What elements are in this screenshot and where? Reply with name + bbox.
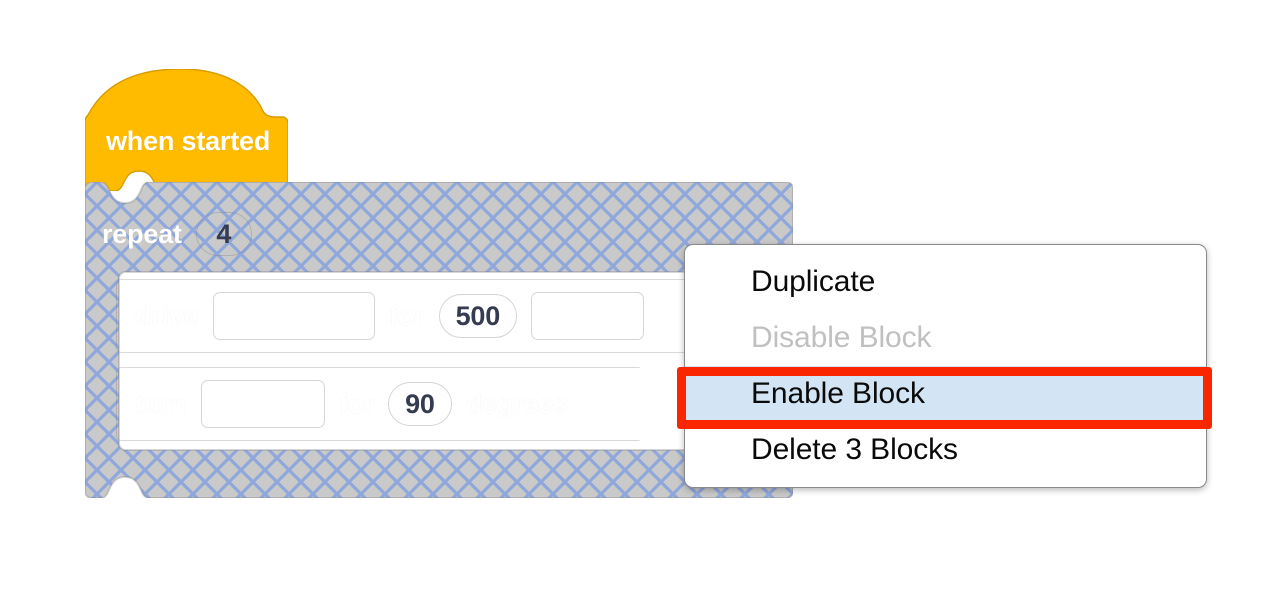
menu-item-delete-blocks[interactable]: Delete 3 Blocks — [751, 433, 958, 466]
drive-direction-dropdown[interactable]: forward — [212, 292, 376, 340]
turn-keyword: turn — [135, 388, 187, 419]
chevron-down-icon — [338, 310, 361, 322]
turn-amount-input[interactable]: 90 — [388, 382, 452, 426]
menu-item-enable-block[interactable]: Enable Block — [685, 366, 1206, 422]
drive-unit-value: mm — [548, 300, 596, 331]
turn-direction-dropdown[interactable]: right — [200, 380, 325, 428]
drive-unit-dropdown[interactable]: mm — [531, 292, 644, 340]
drive-connector-label: for — [389, 300, 425, 331]
chevron-down-icon — [606, 310, 629, 322]
block-when-started[interactable]: when started — [85, 69, 288, 191]
turn-trailing-field[interactable] — [612, 368, 668, 440]
repeat-header-row: repeat 4 — [102, 212, 252, 256]
block-drive[interactable]: drive forward for 500 mm — [116, 279, 716, 353]
drive-amount-input[interactable]: 500 — [438, 294, 518, 338]
repeat-keyword: repeat — [102, 218, 182, 249]
drive-direction-value: forward — [229, 300, 328, 331]
menu-item-disable-block: Disable Block — [751, 321, 932, 354]
chevron-down-icon — [287, 398, 310, 410]
drive-keyword: drive — [135, 300, 199, 331]
menu-item-duplicate[interactable]: Duplicate — [751, 265, 876, 298]
context-menu[interactable]: Duplicate Disable Block Enable Block Del… — [684, 244, 1207, 488]
block-repeat[interactable]: repeat 4 drive forward for 500 mm turn r… — [85, 182, 793, 498]
repeat-block-outline — [85, 182, 793, 498]
when-started-label: when started — [106, 126, 271, 156]
turn-direction-value: right — [217, 388, 277, 419]
block-turn[interactable]: turn right for 90 degrees — [116, 367, 643, 441]
turn-connector-label: for — [338, 388, 375, 419]
repeat-count-input[interactable]: 4 — [195, 212, 252, 256]
turn-unit-label: degrees — [465, 388, 568, 419]
